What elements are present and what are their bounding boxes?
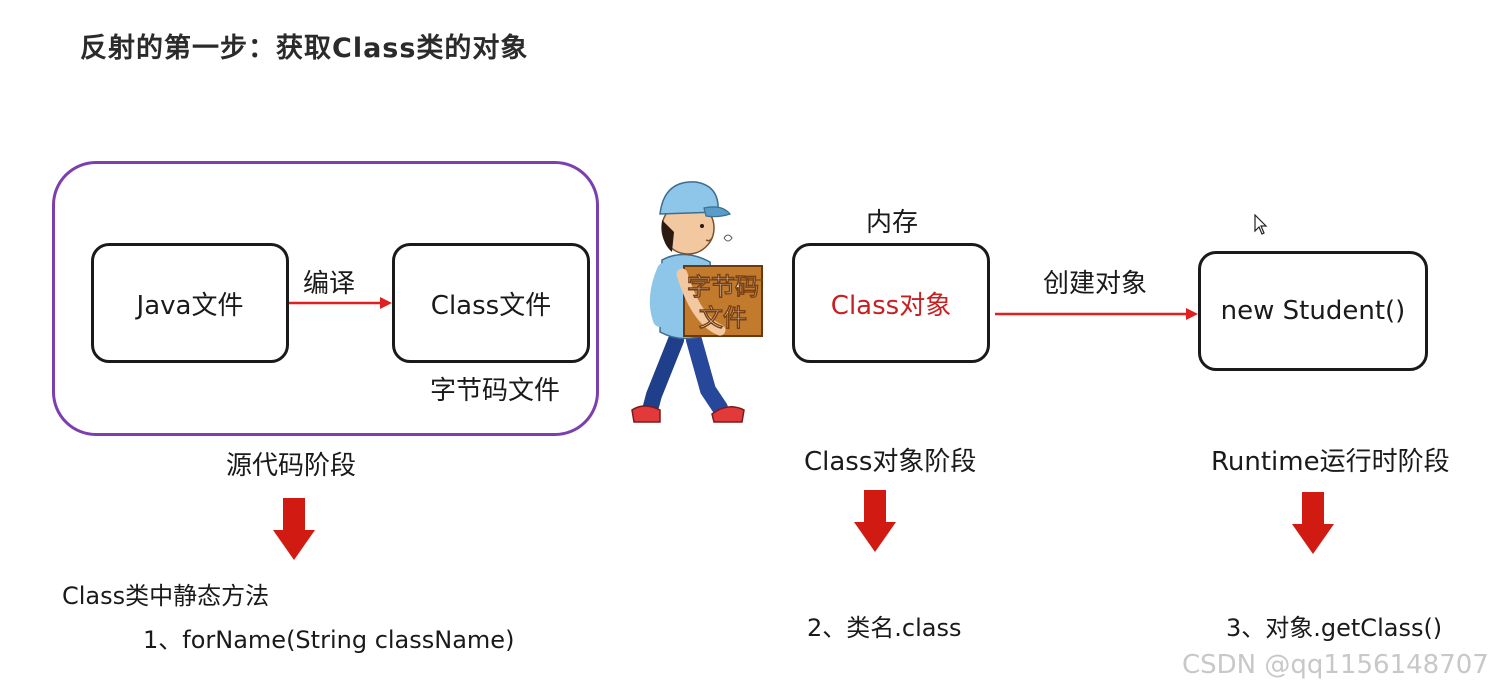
- compile-label: 编译: [303, 269, 356, 299]
- down-arrow-class-object: [854, 490, 896, 552]
- forname-method-label: 1、forName(String className): [143, 626, 515, 654]
- static-methods-heading: Class类中静态方法: [62, 582, 270, 610]
- java-file-box: Java文件: [91, 243, 289, 363]
- down-arrow-source: [273, 498, 315, 560]
- class-object-box: Class对象: [792, 243, 990, 363]
- class-object-stage-label: Class对象阶段: [804, 447, 977, 477]
- memory-label: 内存: [866, 208, 919, 238]
- classname-class-method-label: 2、类名.class: [807, 614, 962, 642]
- java-file-label: Java文件: [136, 290, 244, 321]
- source-stage-label: 源代码阶段: [226, 451, 357, 481]
- down-arrow-runtime: [1292, 492, 1334, 554]
- class-file-label: Class文件: [430, 290, 552, 321]
- create-object-arrow: [995, 308, 1198, 320]
- watermark: CSDN @qq1156148707: [1182, 650, 1489, 680]
- compile-arrow: [289, 297, 392, 309]
- class-object-label: Class对象: [830, 290, 952, 321]
- source-stage-frame: [52, 161, 599, 436]
- page-title: 反射的第一步：获取Class类的对象: [80, 33, 529, 64]
- runtime-stage-label: Runtime运行时阶段: [1211, 447, 1450, 477]
- worker-box-line2: 文件: [699, 304, 747, 332]
- bytecode-file-label: 字节码文件: [430, 376, 561, 406]
- class-file-box: Class文件: [392, 243, 590, 363]
- new-student-box: new Student(): [1198, 251, 1428, 371]
- getclass-method-label: 3、对象.getClass(): [1226, 614, 1443, 642]
- new-student-label: new Student(): [1220, 296, 1406, 326]
- worker-carrying-box-illustration: 字节码 文件: [631, 181, 763, 423]
- mouse-cursor-icon: [1254, 214, 1268, 235]
- create-object-label: 创建对象: [1043, 269, 1148, 299]
- worker-box-line1: 字节码: [687, 273, 759, 301]
